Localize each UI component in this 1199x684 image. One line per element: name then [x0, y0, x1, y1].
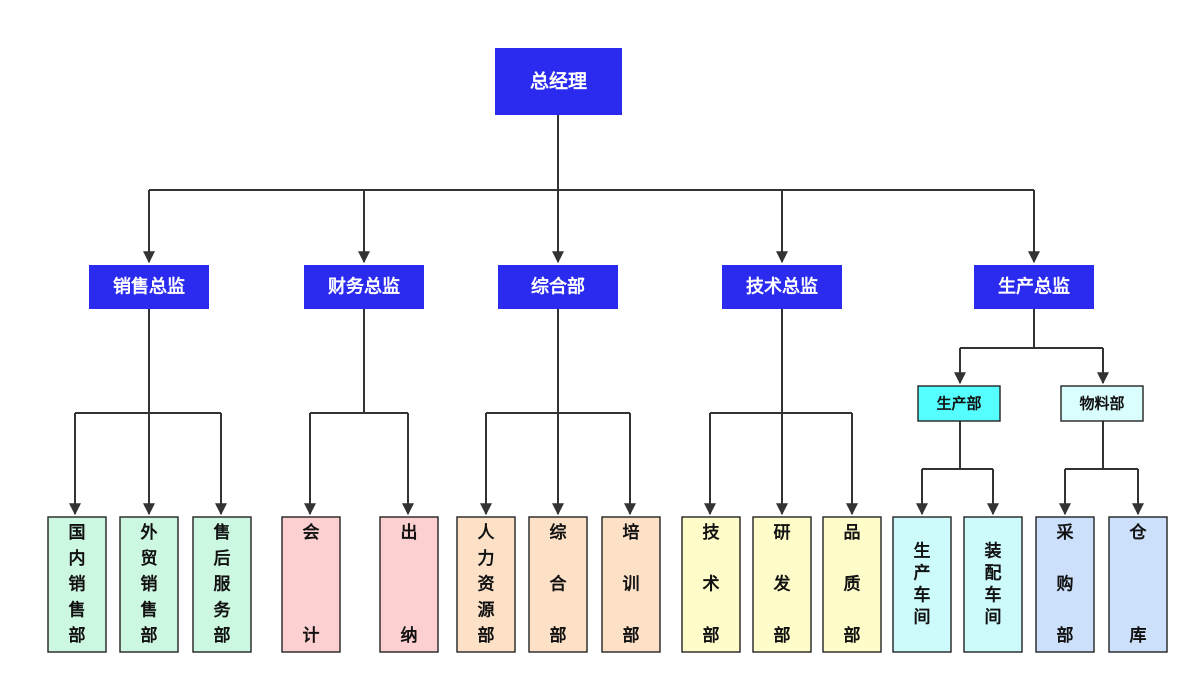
- sub-dept-material-label: 物料部: [1079, 395, 1124, 413]
- unit-box: 研发部研发部: [752, 516, 812, 653]
- root-node: 总经理: [495, 48, 622, 115]
- svg-text:服: 服: [214, 575, 232, 595]
- connector-lines: [69, 115, 1144, 516]
- svg-text:力: 力: [478, 548, 495, 569]
- svg-text:售: 售: [141, 599, 158, 620]
- svg-text:车: 车: [914, 585, 931, 606]
- unit-box: 人力资源部人力资源部: [456, 516, 516, 653]
- unit-box: 采购部采购部: [1035, 516, 1095, 653]
- svg-text:生: 生: [914, 541, 931, 562]
- svg-text:销: 销: [141, 574, 158, 595]
- svg-text:术: 术: [703, 574, 720, 595]
- svg-text:产: 产: [914, 563, 931, 584]
- svg-text:部: 部: [214, 625, 231, 646]
- unit-box: 生产车间生产车间: [892, 516, 952, 653]
- svg-text:研: 研: [774, 523, 791, 543]
- svg-text:采: 采: [1056, 523, 1074, 543]
- unit-box: 技术部技术部: [681, 516, 741, 653]
- svg-text:质: 质: [844, 575, 861, 595]
- director-tech: 技术总监: [722, 265, 842, 309]
- svg-text:训: 训: [623, 575, 640, 595]
- unit-box: 出纳出纳: [379, 516, 439, 653]
- svg-text:资: 资: [478, 574, 495, 595]
- director-sales-label: 销售总监: [113, 276, 185, 298]
- director-production-label: 生产总监: [998, 276, 1070, 298]
- svg-text:部: 部: [1057, 625, 1074, 646]
- svg-text:纳: 纳: [401, 625, 418, 646]
- director-finance-label: 财务总监: [328, 276, 400, 298]
- sub-dept-production: 生产部: [917, 385, 1001, 422]
- svg-text:技: 技: [703, 522, 721, 543]
- svg-text:务: 务: [214, 599, 232, 620]
- svg-text:人: 人: [478, 523, 496, 543]
- svg-text:发: 发: [773, 574, 792, 595]
- svg-text:国: 国: [69, 523, 86, 543]
- unit-box: 装配车间装配车间: [963, 516, 1023, 653]
- svg-text:内: 内: [69, 548, 86, 569]
- svg-text:计: 计: [303, 625, 320, 646]
- svg-text:出: 出: [401, 522, 418, 543]
- svg-text:外: 外: [141, 522, 158, 543]
- unit-box: 国内销售部国内销售部: [47, 516, 107, 653]
- root-node-label: 总经理: [530, 70, 587, 93]
- svg-text:后: 后: [214, 549, 231, 569]
- director-finance: 财务总监: [304, 265, 424, 309]
- director-production: 生产总监: [974, 265, 1094, 309]
- unit-box: 会计会计: [281, 516, 341, 653]
- svg-text:部: 部: [844, 625, 861, 646]
- nodes: 总经理销售总监财务总监综合部技术总监生产总监国内销售部国内销售部外贸销售部外贸销…: [47, 48, 1168, 653]
- unit-box: 外贸销售部外贸销售部: [119, 516, 179, 653]
- svg-text:部: 部: [550, 625, 567, 646]
- svg-text:综: 综: [550, 522, 567, 543]
- svg-text:贸: 贸: [141, 548, 158, 569]
- director-general: 综合部: [498, 265, 618, 309]
- svg-text:部: 部: [774, 625, 791, 646]
- sub-dept-production-label: 生产部: [936, 395, 981, 413]
- svg-text:车: 车: [985, 585, 1002, 606]
- svg-text:培: 培: [623, 522, 640, 543]
- director-tech-label: 技术总监: [746, 276, 818, 298]
- svg-text:装: 装: [984, 541, 1002, 562]
- unit-box: 仓库仓库: [1108, 516, 1168, 653]
- svg-text:售: 售: [214, 522, 231, 543]
- unit-box: 培训部培训部: [601, 516, 661, 653]
- svg-text:合: 合: [550, 574, 568, 595]
- svg-text:部: 部: [623, 625, 640, 646]
- svg-text:部: 部: [703, 625, 720, 646]
- unit-box: 品质部品质部: [822, 516, 882, 653]
- unit-box: 综合部综合部: [528, 516, 588, 653]
- svg-text:仓: 仓: [1129, 522, 1148, 543]
- svg-text:间: 间: [914, 607, 931, 628]
- svg-text:库: 库: [1130, 625, 1147, 646]
- director-sales: 销售总监: [89, 265, 209, 309]
- svg-text:部: 部: [478, 625, 495, 646]
- svg-text:购: 购: [1057, 574, 1074, 595]
- svg-text:部: 部: [141, 625, 158, 646]
- svg-text:间: 间: [985, 607, 1002, 628]
- svg-text:品: 品: [844, 523, 861, 543]
- director-general-label: 综合部: [531, 276, 585, 298]
- svg-text:售: 售: [69, 599, 86, 620]
- svg-text:配: 配: [985, 564, 1002, 584]
- unit-box: 售后服务部售后服务部: [192, 516, 252, 653]
- svg-text:会: 会: [303, 522, 320, 543]
- svg-text:销: 销: [69, 574, 86, 595]
- svg-text:部: 部: [69, 625, 86, 646]
- svg-text:源: 源: [478, 599, 495, 620]
- sub-dept-material: 物料部: [1060, 385, 1144, 422]
